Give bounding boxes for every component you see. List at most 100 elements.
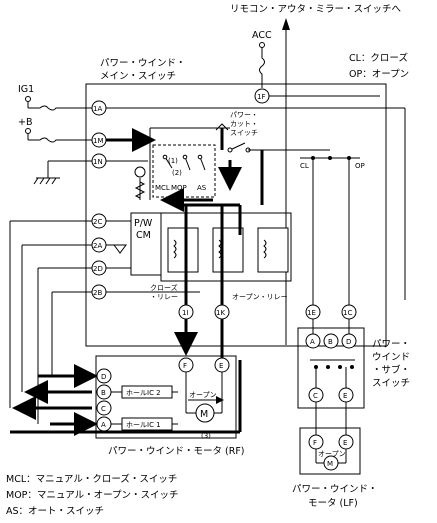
num-1: (1) bbox=[168, 157, 178, 165]
rf-motor-symbol: M bbox=[200, 409, 208, 420]
main-switch-label-1: パワー・ウインド・ bbox=[100, 58, 186, 69]
connector-2A: 2A bbox=[91, 237, 107, 253]
footnote-mcl: MCL：マニュアル・クローズ・スイッチ bbox=[6, 473, 177, 485]
ig1-label: IG1 bbox=[18, 84, 34, 95]
rf-connector-C: C bbox=[96, 400, 112, 416]
up-arrow-icon bbox=[282, 18, 290, 30]
close-relay-label-1: クローズ bbox=[150, 283, 178, 292]
sub-switch-label-3: ・サブ・ bbox=[372, 364, 410, 376]
svg-text:1F: 1F bbox=[257, 93, 265, 101]
svg-text:D: D bbox=[346, 338, 351, 346]
svg-text:C: C bbox=[313, 392, 318, 400]
svg-text:2C: 2C bbox=[93, 218, 102, 226]
sub-switch-label-1: パワー・ bbox=[372, 339, 410, 350]
svg-text:C: C bbox=[101, 405, 106, 413]
connector-1C: 1C bbox=[341, 304, 357, 320]
svg-text:2D: 2D bbox=[93, 265, 103, 273]
svg-text:B: B bbox=[101, 389, 106, 397]
mop-label: MOP bbox=[171, 184, 187, 192]
sub-switch-label-2: ウインド bbox=[372, 352, 410, 363]
relay-middle bbox=[212, 227, 244, 273]
svg-text:E: E bbox=[219, 362, 223, 370]
num-2: (2) bbox=[172, 169, 182, 177]
svg-text:1M: 1M bbox=[93, 137, 104, 145]
svg-text:A: A bbox=[310, 338, 315, 346]
pwcm-box bbox=[130, 212, 162, 276]
connector-2C: 2C bbox=[91, 213, 107, 229]
acc-label: ACC bbox=[252, 30, 272, 41]
svg-text:E: E bbox=[343, 439, 347, 447]
mcl-label: MCL bbox=[155, 184, 170, 192]
cut-switch bbox=[229, 142, 246, 151]
cut-switch-label-1: パワー・ bbox=[230, 111, 258, 119]
connector-1K: 1K bbox=[214, 304, 230, 320]
sub-connector-D: D bbox=[341, 333, 357, 349]
diode-icon bbox=[113, 244, 127, 254]
op-label: OP bbox=[355, 162, 365, 170]
pwcm-label-2: CM bbox=[136, 230, 151, 241]
sub-connector-A: A bbox=[305, 333, 321, 349]
connector-1I: 1I bbox=[178, 304, 194, 320]
title-top: リモコン・アウタ・ミラー・スイッチへ bbox=[230, 4, 402, 15]
legend-op: OP：オープン bbox=[349, 69, 409, 80]
lf-connector-F: F bbox=[308, 434, 324, 450]
sub-connector-E: E bbox=[338, 387, 354, 403]
svg-text:2B: 2B bbox=[93, 289, 102, 297]
lf-motor-label-1: パワー・ウインド・ bbox=[292, 484, 378, 495]
connector-1M: 1M bbox=[91, 132, 107, 148]
sub-switch-box bbox=[297, 327, 365, 409]
switch-group-box bbox=[152, 144, 216, 198]
svg-text:F: F bbox=[183, 362, 187, 370]
footnote-mop: MOP：マニュアル・オープン・スイッチ bbox=[6, 490, 179, 501]
lf-motor-box bbox=[299, 427, 361, 475]
legend-cl: CL：クローズ bbox=[349, 52, 408, 64]
connector-1A: 1A bbox=[91, 100, 107, 116]
svg-text:1C: 1C bbox=[343, 309, 352, 317]
cl-label: CL bbox=[300, 162, 309, 170]
plusb-label: +B bbox=[18, 117, 32, 128]
lf-connector-E: E bbox=[338, 434, 354, 450]
hall-ic-2-label: ホールIC 2 bbox=[126, 389, 161, 397]
rf-connector-F: F bbox=[178, 357, 194, 373]
svg-text:2A: 2A bbox=[93, 242, 102, 250]
ig1-fuse bbox=[28, 105, 92, 111]
pwcm-label-1: P/W bbox=[134, 218, 153, 229]
connector-2B: 2B bbox=[91, 284, 107, 300]
main-switch-label-2: メイン・スイッチ bbox=[100, 71, 176, 82]
rf-connector-B: B bbox=[96, 384, 112, 400]
connector-1E: 1E bbox=[305, 304, 321, 320]
sub-connector-B: B bbox=[323, 333, 339, 349]
rf-connector-A: A bbox=[96, 416, 112, 432]
close-relay bbox=[167, 227, 199, 273]
rf-motor-box bbox=[95, 355, 237, 439]
num-3: (3) bbox=[201, 432, 211, 440]
connector-2D: 2D bbox=[91, 260, 107, 276]
plusb-fuse bbox=[28, 137, 92, 143]
lf-open-label: オープン bbox=[318, 450, 346, 458]
as-label: AS bbox=[197, 184, 207, 192]
svg-text:1E: 1E bbox=[307, 309, 316, 317]
rf-open-label: オープン bbox=[189, 391, 217, 399]
sub-switch-label-4: スイッチ bbox=[372, 378, 410, 389]
rf-connector-E: E bbox=[214, 357, 230, 373]
sub-connector-C: C bbox=[308, 387, 324, 403]
footnote-as: AS：オート・スイッチ bbox=[6, 506, 104, 517]
rf-motor-label: パワー・ウインド・モータ (RF) bbox=[108, 446, 245, 457]
svg-text:D: D bbox=[101, 373, 106, 381]
svg-text:1A: 1A bbox=[93, 105, 102, 113]
svg-text:E: E bbox=[343, 392, 347, 400]
svg-text:B: B bbox=[328, 338, 333, 346]
svg-text:A: A bbox=[101, 421, 106, 429]
acc-fuse bbox=[259, 47, 265, 88]
connector-1F: 1F bbox=[254, 88, 270, 104]
svg-text:1K: 1K bbox=[216, 309, 225, 317]
lf-motor-symbol: M bbox=[327, 460, 333, 468]
hall-ic-1-label: ホールIC 1 bbox=[126, 421, 161, 429]
svg-text:1N: 1N bbox=[93, 158, 103, 166]
close-relay-label-2: ・リレー bbox=[150, 293, 178, 301]
cut-switch-label-2: カット・ bbox=[230, 120, 258, 128]
open-relay-label: オープン・リレー bbox=[232, 293, 288, 301]
rf-connector-D: D bbox=[96, 368, 112, 384]
svg-text:1I: 1I bbox=[182, 309, 189, 317]
